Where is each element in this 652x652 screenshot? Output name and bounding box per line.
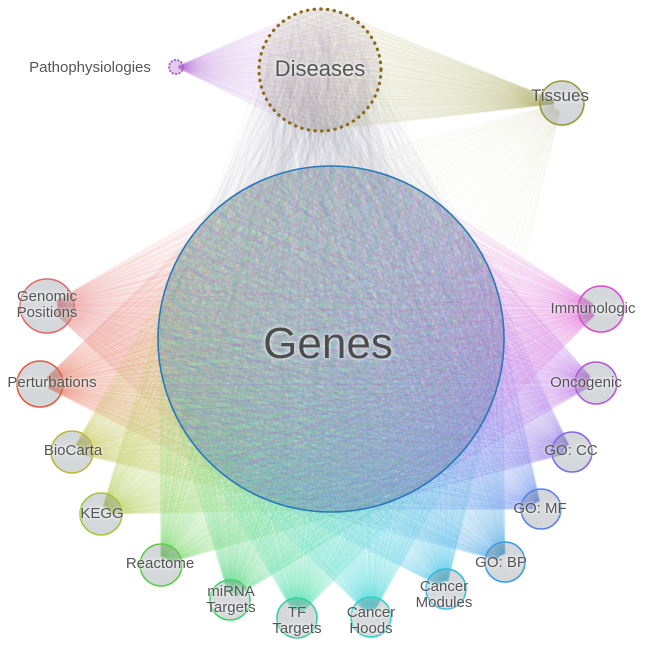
label-reactome: Reactome — [125, 554, 195, 572]
label-line: Hoods — [349, 620, 393, 637]
node-biocarta[interactable] — [50, 430, 94, 474]
label-genes: Genes — [263, 320, 393, 368]
node-go-bp[interactable] — [484, 541, 526, 583]
label-line: KEGG — [80, 504, 124, 522]
node-genes[interactable] — [157, 165, 505, 513]
label-kegg: KEGG — [80, 504, 124, 522]
node-tissues[interactable] — [539, 80, 585, 126]
label-line: TF — [287, 603, 307, 621]
label-go-cc: GO: CC — [544, 441, 598, 459]
label-line: Immunologic — [550, 299, 636, 317]
node-kegg[interactable] — [79, 492, 123, 536]
node-tf-targets[interactable] — [276, 597, 318, 639]
node-go-mf[interactable] — [520, 488, 562, 530]
label-line: GO: CC — [544, 441, 598, 459]
label-line: Diseases — [274, 56, 366, 82]
label-line: Pathophysiologies — [29, 58, 151, 76]
label-line: BioCarta — [43, 441, 103, 459]
label-line: Genes — [263, 319, 393, 369]
label-line: GO: MF — [513, 499, 567, 517]
node-go-cc[interactable] — [551, 431, 593, 473]
label-go-mf: GO: MF — [513, 499, 567, 517]
label-line: Perturbations — [7, 373, 97, 391]
label-perturbations: Perturbations — [7, 373, 97, 391]
label-line: Cancer — [346, 603, 396, 621]
node-genomic-positions[interactable] — [19, 278, 75, 334]
label-line: Targets — [272, 620, 322, 637]
node-pathophysiologies[interactable] — [168, 59, 184, 75]
label-line: Positions — [16, 304, 78, 321]
label-diseases: Diseases — [275, 57, 365, 81]
label-tissues: Tissues — [531, 85, 589, 105]
label-oncogenic: Oncogenic — [550, 373, 622, 391]
label-line: Tissues — [531, 85, 589, 105]
label-go-bp: GO: BP — [475, 553, 527, 571]
label-line: Genomic — [16, 287, 78, 305]
node-cancer-hoods[interactable] — [350, 596, 392, 638]
label-line: Targets — [206, 599, 256, 616]
label-line: GO: BP — [475, 553, 527, 571]
label-immunologic: Immunologic — [550, 299, 636, 317]
label-line: Cancer — [419, 577, 469, 595]
node-immunologic[interactable] — [577, 285, 625, 333]
node-diseases[interactable] — [257, 7, 383, 133]
label-line: Oncogenic — [550, 373, 622, 391]
label-pathophysiologies: Pathophysiologies — [29, 58, 151, 76]
label-biocarta: BioCarta — [43, 441, 103, 459]
node-reactome[interactable] — [139, 543, 183, 587]
node-cancer-modules[interactable] — [425, 568, 467, 610]
label-line: Modules — [415, 594, 473, 611]
label-line: miRNA — [207, 582, 255, 600]
node-oncogenic[interactable] — [574, 361, 618, 405]
node-perturbations[interactable] — [16, 360, 64, 408]
node-mirna-targets[interactable] — [209, 579, 251, 621]
label-line: Reactome — [125, 554, 195, 572]
